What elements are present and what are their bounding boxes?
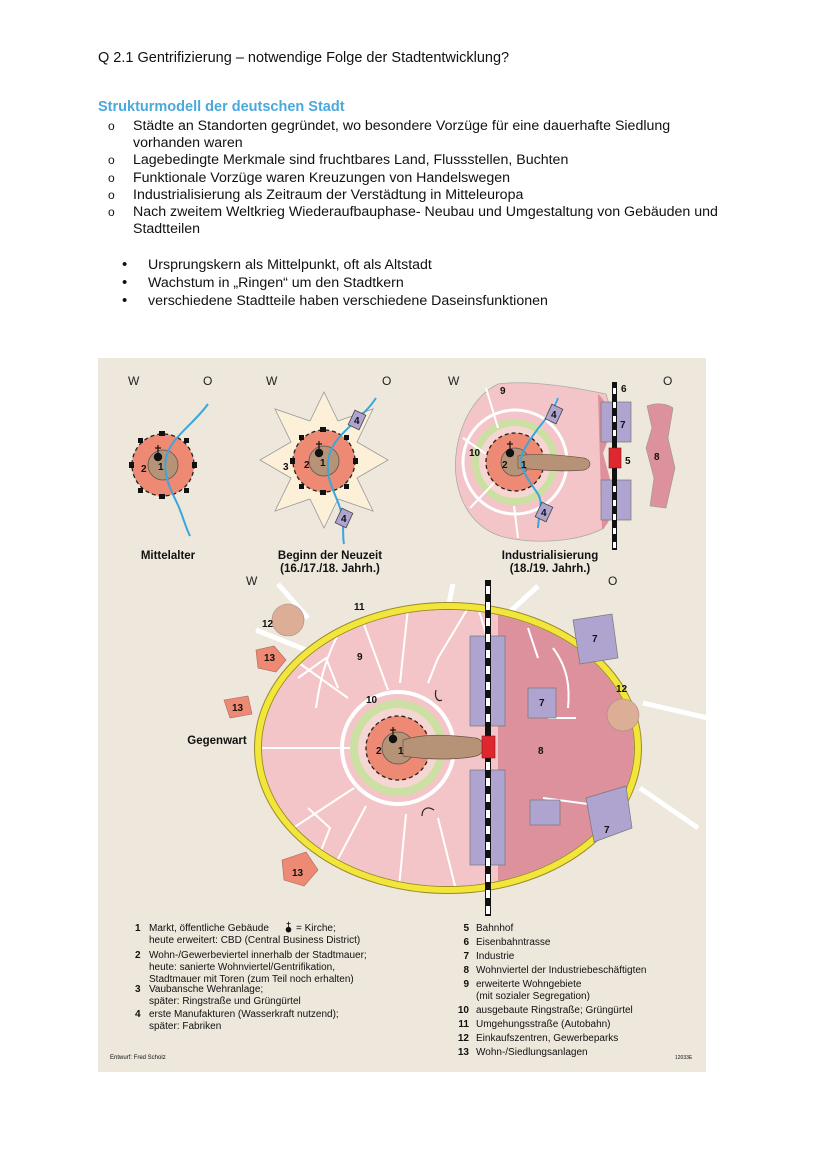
legend-number: 4 — [135, 1009, 141, 1020]
area-number: 10 — [469, 448, 481, 459]
east-label: O — [382, 374, 391, 388]
legend-text: heute erweitert: CBD (Central Business D… — [149, 935, 360, 946]
legend-text: = Kirche; — [296, 923, 336, 934]
list-item: Lagebedingte Merkmale sind fruchtbares L… — [108, 152, 718, 169]
legend-number: 10 — [458, 1005, 470, 1016]
legend-text: später: Fabriken — [149, 1021, 221, 1032]
west-label: W — [246, 574, 258, 588]
area-number: 2 — [502, 460, 508, 471]
legend-text: Wohn-/Siedlungsanlagen — [476, 1047, 588, 1058]
legend-text: Einkaufszentren, Gewerbeparks — [476, 1033, 618, 1044]
stage-caption: Mittelalter — [141, 550, 196, 562]
area-number: 7 — [539, 698, 545, 709]
city-structure-model-figure: W O W O W O W O 1 2 1 — [98, 358, 706, 1072]
legend-number: 1 — [135, 923, 141, 934]
stage-caption: Gegenwart — [187, 735, 247, 747]
legend-number: 12 — [458, 1033, 470, 1044]
legend-text: Markt, öffentliche Gebäude — [149, 923, 269, 934]
stage-medieval-map: 1 2 — [129, 403, 209, 537]
list-item: verschiedene Stadtteile haben verschiede… — [120, 292, 640, 310]
legend-number: 6 — [463, 937, 469, 948]
area-number: 9 — [357, 652, 363, 663]
legend-number: 11 — [458, 1019, 469, 1030]
area-number: 1 — [158, 462, 164, 473]
stage-caption: (18./19. Jahrh.) — [510, 563, 591, 575]
legend-text: Bahnhof — [476, 923, 513, 934]
area-number: 4 — [541, 508, 547, 519]
list-item: Nach zweitem Weltkrieg Wiederaufbauphase… — [108, 204, 718, 238]
legend-text: ausgebaute Ringstraße; Grüngürtel — [476, 1005, 633, 1016]
stage-caption: Beginn der Neuzeit — [278, 550, 382, 562]
legend-number: 13 — [458, 1047, 470, 1058]
area-number: 11 — [354, 602, 365, 613]
area-number: 2 — [304, 460, 310, 471]
legend: 1 2 3 4 Markt, öffentliche Gebäude = Kir… — [110, 921, 693, 1061]
area-number: 4 — [341, 514, 347, 525]
west-label: W — [128, 374, 140, 388]
legend-number: 8 — [463, 965, 469, 976]
legend-text: Umgehungsstraße (Autobahn) — [476, 1019, 611, 1030]
legend-text: später: Ringstraße und Grüngürtel — [149, 996, 301, 1007]
area-number: 4 — [354, 416, 360, 427]
area-number: 13 — [264, 653, 276, 664]
bullet-list: Ursprungskern als Mittelpunkt, oft als A… — [120, 256, 640, 310]
east-label: O — [663, 374, 672, 388]
stage-caption: Industrialisierung — [502, 550, 599, 562]
area-number: 7 — [592, 634, 598, 645]
west-label: W — [266, 374, 278, 388]
legend-text: erste Manufakturen (Wasserkraft nutzend)… — [149, 1009, 339, 1020]
legend-text: Industrie — [476, 951, 515, 962]
area-number: 3 — [283, 462, 289, 473]
area-number: 10 — [366, 695, 378, 706]
area-number: 1 — [521, 460, 527, 471]
legend-number: 3 — [135, 984, 141, 995]
area-number: 13 — [232, 703, 244, 714]
legend-text: (mit sozialer Segregation) — [476, 991, 590, 1002]
legend-text: Wohn-/Gewerbeviertel innerhalb der Stadt… — [149, 950, 367, 961]
legend-number: 5 — [463, 923, 469, 934]
area-number: 5 — [625, 456, 631, 467]
area-number: 2 — [141, 464, 147, 475]
legend-text: Stadtmauer mit Toren (zum Teil noch erha… — [149, 974, 354, 985]
area-number: 13 — [292, 868, 304, 879]
circle-list: Städte an Standorten gegründet, wo beson… — [108, 118, 718, 238]
area-number: 9 — [500, 386, 506, 397]
east-label: O — [608, 574, 617, 588]
city-model-diagram: W O W O W O W O 1 2 1 — [98, 358, 706, 1072]
stage-early-modern-map: 1 2 3 4 4 — [259, 391, 389, 545]
figure-credit: Entwurf: Fred Scholz — [110, 1055, 166, 1061]
list-item: Funktionale Vorzüge waren Kreuzungen von… — [108, 170, 718, 187]
legend-number: 2 — [135, 950, 141, 961]
page-title: Q 2.1 Gentrifizierung – notwendige Folge… — [98, 50, 510, 66]
legend-text: heute: sanierte Wohnviertel/Gentrifikati… — [149, 962, 335, 973]
list-item: Wachstum in „Ringen“ um den Stadtkern — [120, 274, 640, 292]
list-item: Ursprungskern als Mittelpunkt, oft als A… — [120, 256, 640, 274]
list-item: Industrialisierung als Zeitraum der Vers… — [108, 187, 718, 204]
area-number: 12 — [262, 619, 274, 630]
stage-industrial-map: 1 2 4 4 5 6 7 8 9 10 — [455, 382, 676, 550]
legend-text: Eisenbahntrasse — [476, 937, 551, 948]
area-number: 7 — [604, 825, 610, 836]
area-number: 7 — [620, 420, 626, 431]
legend-number: 7 — [463, 951, 469, 962]
stage-caption: (16./17./18. Jahrh.) — [280, 563, 380, 575]
section-heading: Strukturmodell der deutschen Stadt — [98, 99, 345, 115]
east-label: O — [203, 374, 212, 388]
area-number: 2 — [376, 746, 382, 757]
legend-text: erweiterte Wohngebiete — [476, 979, 582, 990]
area-number: 1 — [320, 458, 326, 469]
area-number: 8 — [538, 746, 544, 757]
legend-text: Wohnviertel der Industriebeschäftigten — [476, 965, 646, 976]
stage-present-map: 1 2 7 7 7 8 9 10 11 12 12 13 13 13 — [223, 580, 706, 916]
west-label: W — [448, 374, 460, 388]
area-number: 1 — [398, 746, 404, 757]
legend-text: Vaubansche Wehranlage; — [149, 984, 263, 995]
area-number: 8 — [654, 452, 660, 463]
legend-number: 9 — [463, 979, 469, 990]
area-number: 4 — [551, 410, 557, 421]
area-number: 12 — [616, 684, 628, 695]
list-item: Städte an Standorten gegründet, wo beson… — [108, 118, 718, 152]
area-number: 6 — [621, 384, 627, 395]
figure-code: 12033E — [675, 1055, 693, 1061]
